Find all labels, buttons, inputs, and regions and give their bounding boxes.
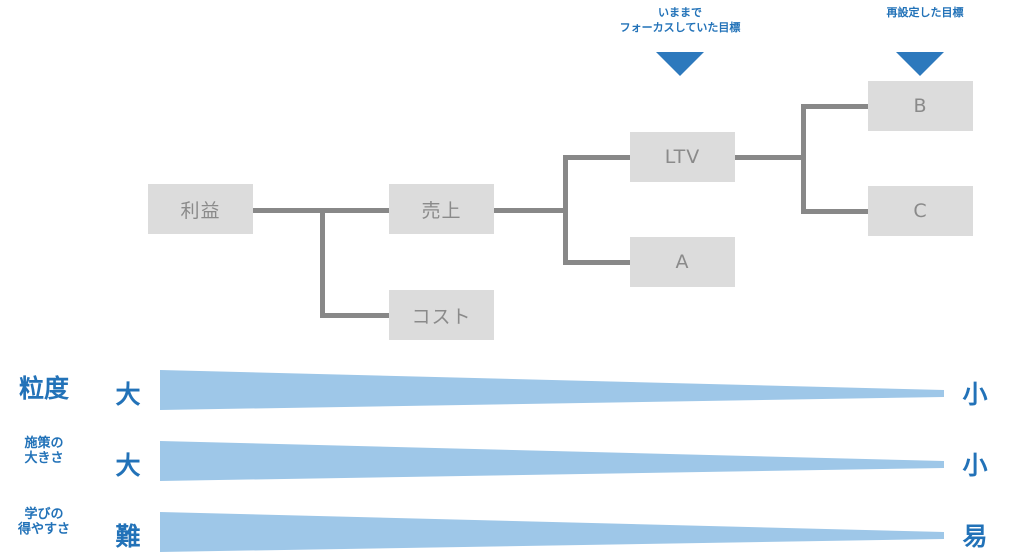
- node-c[interactable]: C: [868, 186, 973, 236]
- scale-row-label-learning-ease: 学びの 得やすさ: [17, 507, 70, 537]
- connector-revenue-stub: [492, 208, 567, 213]
- annotation-reset-goal: 再設定した目標: [886, 6, 964, 19]
- connector-revenue-to-a: [563, 260, 633, 265]
- connector-profit-to-cost: [320, 313, 390, 318]
- scale-right-label-learning-ease: 易: [962, 522, 988, 551]
- node-cost[interactable]: コスト: [389, 290, 494, 340]
- scale-right-label-granularity: 小: [962, 380, 988, 409]
- node-a[interactable]: A: [630, 237, 735, 287]
- scale-row-label-granularity: 粒度: [18, 374, 69, 403]
- connector-ltv-vertical: [801, 104, 806, 214]
- connector-profit-to-revenue: [320, 208, 390, 213]
- connector-revenue-to-ltv: [563, 155, 633, 160]
- scale-left-label-granularity: 大: [115, 380, 141, 409]
- scale-wedge-learning-ease: [160, 512, 944, 552]
- connector-revenue-vertical: [563, 155, 568, 265]
- connector-ltv-to-b: [801, 104, 871, 109]
- node-revenue[interactable]: 売上: [389, 184, 494, 234]
- connector-ltv-to-c: [801, 209, 871, 214]
- scale-left-label-learning-ease: 難: [115, 522, 141, 551]
- scale-right-label-measure-size: 小: [962, 451, 988, 480]
- scale-row-label-measure-size: 施策の 大きさ: [24, 436, 64, 466]
- scale-wedge-granularity: [160, 370, 944, 410]
- connector-profit-stub: [252, 208, 324, 213]
- node-profit[interactable]: 利益: [148, 184, 253, 234]
- node-ltv[interactable]: LTV: [630, 132, 735, 182]
- scale-wedge-measure-size: [160, 441, 944, 481]
- annotation-focus-goal: いままで フォーカスしていた目標: [619, 6, 741, 34]
- connector-profit-vertical: [320, 208, 325, 313]
- annotation-focus-goal-arrow-icon: [656, 52, 704, 76]
- scale-left-label-measure-size: 大: [115, 451, 141, 480]
- annotation-reset-goal-arrow-icon: [896, 52, 944, 76]
- connector-ltv-stub: [730, 155, 805, 160]
- node-b[interactable]: B: [868, 81, 973, 131]
